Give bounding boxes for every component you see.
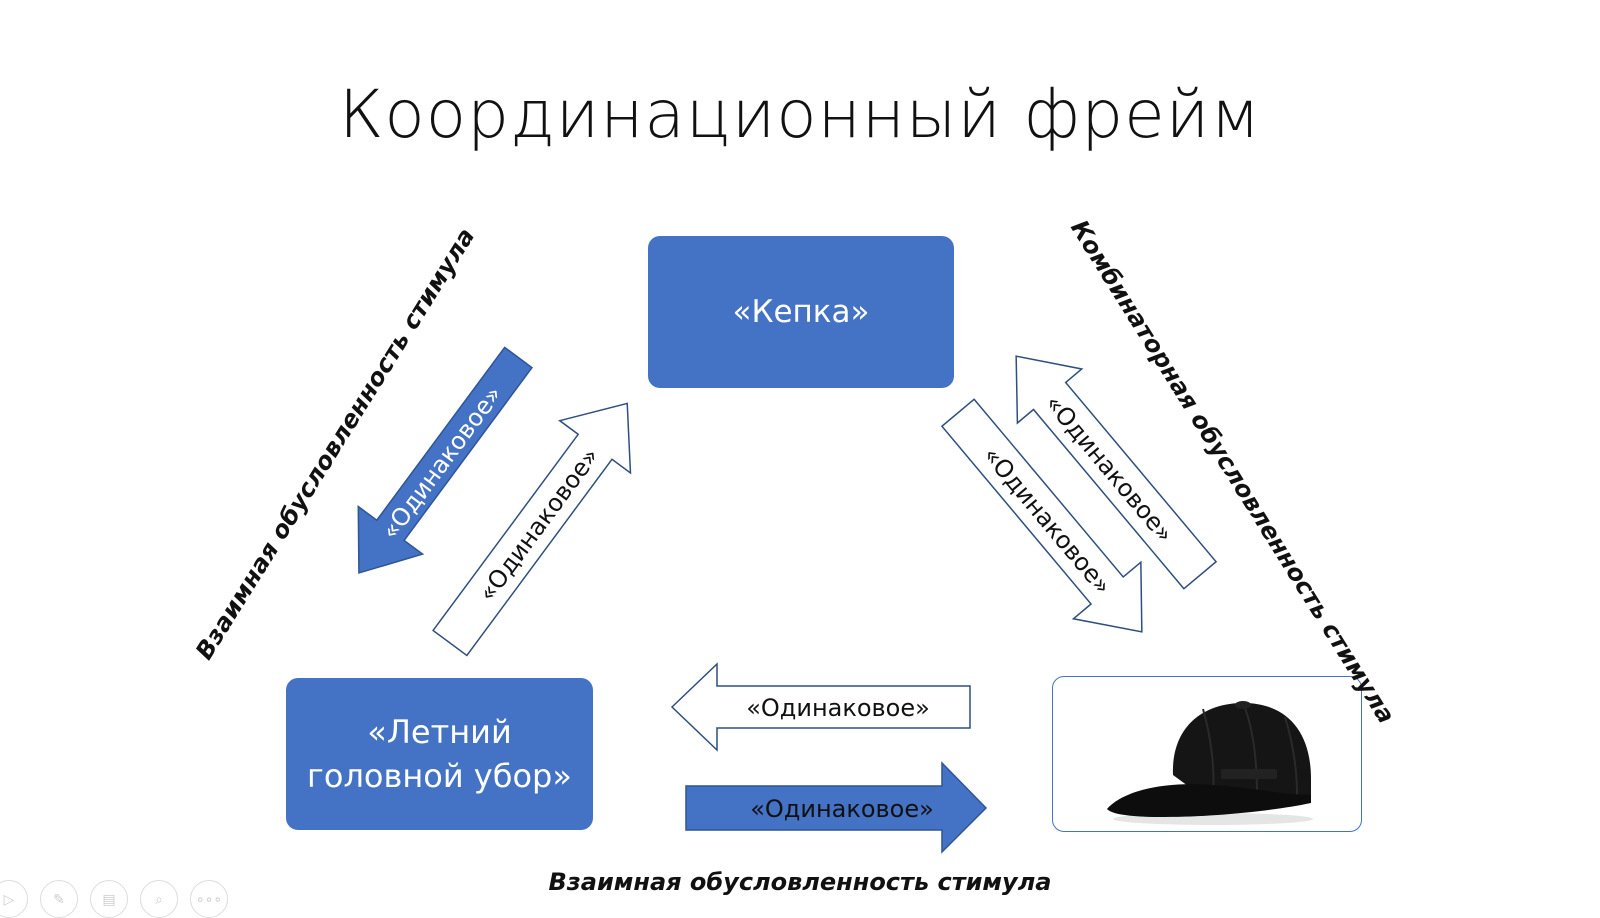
summer-hat-box-label: «Летний головной убор»: [307, 713, 572, 795]
bottom-filled-arrow-label: «Одинаковое»: [750, 795, 934, 823]
cap-box: «Кепка»: [648, 236, 954, 388]
bottom-outline-arrow: «Одинаковое»: [670, 662, 971, 752]
bottom-caption: Взаимная обусловленность стимула: [548, 868, 1052, 896]
play-icon[interactable]: ▷: [0, 880, 28, 918]
presentation-toolbar: ▷ ✎ ▤ ⌕ ∘∘∘: [0, 880, 228, 918]
left-filled-arrow-label: «Одинаковое»: [376, 380, 508, 544]
baseball-cap-image: [1107, 701, 1313, 825]
zoom-icon[interactable]: ⌕: [140, 880, 178, 918]
cap-box-label: «Кепка»: [732, 294, 870, 330]
summer-hat-box: «Летний головной убор»: [286, 678, 593, 830]
slide-title: Координационный фрейм: [338, 76, 1262, 153]
pen-icon[interactable]: ✎: [40, 880, 78, 918]
bottom-filled-arrow: «Одинаковое»: [685, 761, 988, 854]
slides-icon[interactable]: ▤: [90, 880, 128, 918]
cap-image-frame: [1052, 676, 1362, 832]
bottom-outline-arrow-label: «Одинаковое»: [746, 694, 930, 722]
more-icon[interactable]: ∘∘∘: [190, 880, 228, 918]
left-outline-arrow-label: «Одинаковое»: [473, 442, 605, 606]
